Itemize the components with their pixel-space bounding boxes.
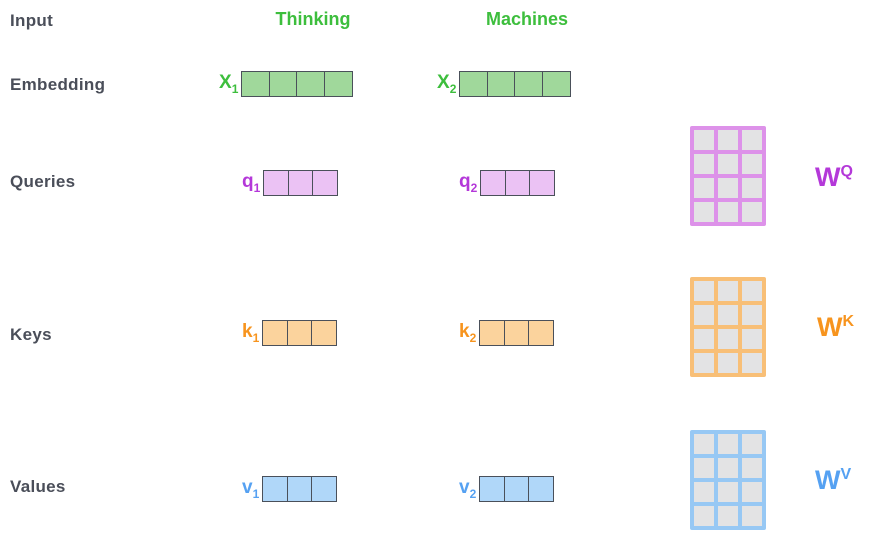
vector-cell bbox=[479, 320, 506, 346]
embedding-vector-x1: X1 bbox=[219, 71, 353, 97]
matrix-label-wk: WK bbox=[817, 312, 855, 342]
matrix-cell bbox=[694, 178, 714, 198]
vector-cell bbox=[287, 170, 314, 196]
vector-cell bbox=[268, 71, 298, 97]
weight-matrix-wq bbox=[690, 126, 766, 226]
query-vector-q2: q2 bbox=[459, 170, 556, 196]
matrix-cell bbox=[742, 202, 762, 222]
matrix-cell bbox=[718, 434, 738, 454]
matrix-cell bbox=[694, 305, 714, 325]
vector-cell bbox=[311, 476, 338, 502]
matrix-cell bbox=[694, 434, 714, 454]
row-label-values: Values bbox=[10, 477, 66, 496]
vector-cell bbox=[529, 170, 556, 196]
row-label-input: Input bbox=[10, 11, 54, 30]
matrix-cell bbox=[718, 130, 738, 150]
matrix-cell bbox=[742, 506, 762, 526]
vector-cell bbox=[541, 71, 571, 97]
vector-cell bbox=[503, 320, 530, 346]
vector-cell bbox=[311, 320, 338, 346]
weight-matrix-wv bbox=[690, 430, 766, 530]
matrix-cell bbox=[718, 154, 738, 174]
key-vector-k2: k2 bbox=[459, 320, 555, 346]
matrix-label-wv: WV bbox=[815, 465, 852, 495]
vector-label-x1: X1 bbox=[219, 72, 239, 96]
matrix-cell bbox=[742, 458, 762, 478]
matrix-cell bbox=[742, 178, 762, 198]
row-label-keys: Keys bbox=[10, 325, 52, 344]
vector-cells-k2 bbox=[479, 320, 555, 346]
query-vector-q1: q1 bbox=[242, 170, 339, 196]
vector-cell bbox=[263, 170, 290, 196]
vector-label-x2: X2 bbox=[437, 72, 457, 96]
vector-label-k1: k1 bbox=[242, 321, 260, 345]
vector-cell bbox=[262, 320, 289, 346]
weight-matrix-wk bbox=[690, 277, 766, 377]
vector-cell bbox=[262, 476, 289, 502]
token-header-machines: Machines bbox=[485, 9, 569, 29]
vector-cell bbox=[286, 320, 313, 346]
vector-label-k2: k2 bbox=[459, 321, 477, 345]
vector-cells-v1 bbox=[262, 476, 338, 502]
matrix-cell bbox=[718, 281, 738, 301]
vector-cell bbox=[528, 476, 555, 502]
value-vector-v1: v1 bbox=[242, 476, 338, 502]
matrix-cell bbox=[742, 154, 762, 174]
row-label-embedding: Embedding bbox=[10, 75, 106, 94]
vector-cells-k1 bbox=[262, 320, 338, 346]
matrix-cell bbox=[742, 353, 762, 373]
matrix-cell bbox=[694, 281, 714, 301]
vector-cell bbox=[323, 71, 353, 97]
vector-label-v2: v2 bbox=[459, 477, 477, 501]
matrix-label-wq: WQ bbox=[815, 162, 853, 192]
vector-label-q2: q2 bbox=[459, 171, 478, 195]
matrix-cell bbox=[718, 305, 738, 325]
vector-cells-x2 bbox=[459, 71, 571, 97]
matrix-cell bbox=[718, 178, 738, 198]
matrix-cell bbox=[742, 329, 762, 349]
matrix-cell bbox=[742, 482, 762, 502]
matrix-cell bbox=[694, 202, 714, 222]
matrix-cell bbox=[742, 281, 762, 301]
matrix-cell bbox=[742, 305, 762, 325]
vector-cell bbox=[486, 71, 516, 97]
vector-label-q1: q1 bbox=[242, 171, 261, 195]
vector-label-v1: v1 bbox=[242, 477, 260, 501]
matrix-cell bbox=[694, 506, 714, 526]
key-vector-k1: k1 bbox=[242, 320, 338, 346]
vector-cells-x1 bbox=[241, 71, 353, 97]
matrix-cell bbox=[694, 130, 714, 150]
vector-cell bbox=[479, 476, 506, 502]
vector-cell bbox=[480, 170, 507, 196]
vector-cells-v2 bbox=[479, 476, 555, 502]
value-vector-v2: v2 bbox=[459, 476, 555, 502]
matrix-cell bbox=[718, 458, 738, 478]
matrix-cell bbox=[694, 458, 714, 478]
matrix-cell bbox=[718, 329, 738, 349]
matrix-cell bbox=[718, 506, 738, 526]
vector-cell bbox=[503, 476, 530, 502]
vector-cells-q2 bbox=[480, 170, 556, 196]
token-header-thinking: Thinking bbox=[275, 9, 351, 29]
row-label-queries: Queries bbox=[10, 172, 76, 191]
vector-cell bbox=[241, 71, 271, 97]
vector-cell bbox=[528, 320, 555, 346]
vector-cell bbox=[459, 71, 489, 97]
matrix-cell bbox=[742, 130, 762, 150]
vector-cell bbox=[312, 170, 339, 196]
vector-cell bbox=[504, 170, 531, 196]
matrix-cell bbox=[694, 154, 714, 174]
matrix-cell bbox=[742, 434, 762, 454]
vector-cells-q1 bbox=[263, 170, 339, 196]
vector-cell bbox=[514, 71, 544, 97]
matrix-cell bbox=[694, 482, 714, 502]
embedding-vector-x2: X2 bbox=[437, 71, 571, 97]
matrix-cell bbox=[718, 202, 738, 222]
vector-cell bbox=[296, 71, 326, 97]
matrix-cell bbox=[718, 482, 738, 502]
vector-cell bbox=[286, 476, 313, 502]
matrix-cell bbox=[694, 329, 714, 349]
matrix-cell bbox=[694, 353, 714, 373]
matrix-cell bbox=[718, 353, 738, 373]
